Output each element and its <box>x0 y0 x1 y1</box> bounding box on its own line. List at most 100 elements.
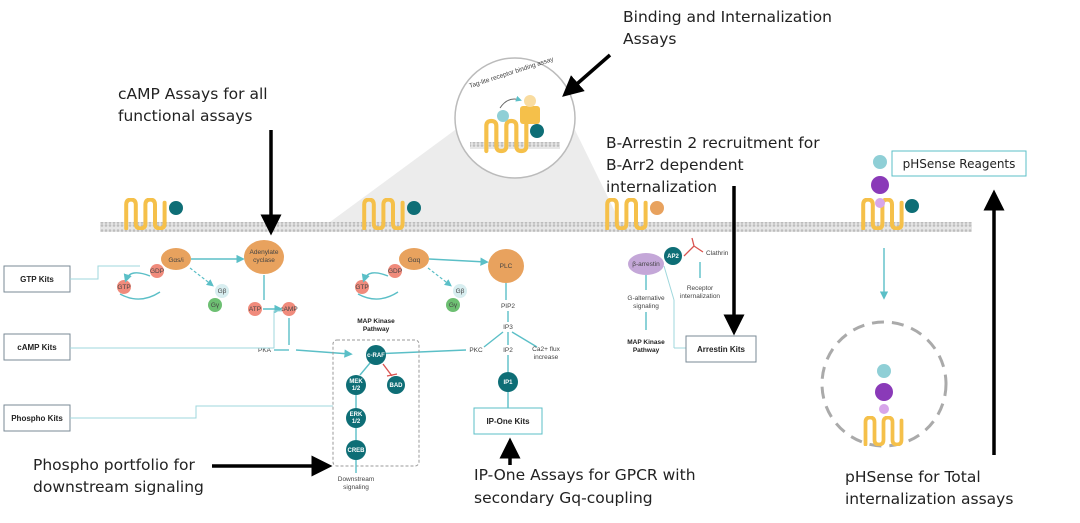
svg-text:MAP Kinase: MAP Kinase <box>627 339 665 346</box>
pkc-label: PKC <box>469 347 483 354</box>
svg-text:BAD: BAD <box>390 383 404 389</box>
gtp-icon <box>117 280 131 294</box>
fluorophore-icon <box>530 124 544 138</box>
pip2-label: PIP2 <box>501 303 515 310</box>
svg-text:Phospho portfolio for: Phospho portfolio for <box>33 456 195 474</box>
svg-text:IP-One Kits: IP-One Kits <box>486 417 530 426</box>
svg-text:IP1: IP1 <box>503 380 513 386</box>
gq-pathway: Gαq PLC GDP GTP Gβ Gγ PIP2 IP3 PKC IP2 C… <box>355 200 561 408</box>
svg-text:ATP: ATP <box>249 306 261 313</box>
svg-text:cAMP: cAMP <box>280 306 297 313</box>
svg-text:Ca2+ flux: Ca2+ flux <box>532 346 560 353</box>
gtp-kits-box[interactable]: GTP Kits <box>3 265 71 293</box>
binding-callout: Binding and Internalization Assays <box>623 8 832 48</box>
svg-text:Gβ: Gβ <box>456 288 465 295</box>
ip3-label: IP3 <box>503 324 513 331</box>
phsense-reagents-box[interactable]: pHSense Reagents <box>891 150 1027 177</box>
ap2-icon <box>664 247 682 265</box>
svg-text:cAMP Assays for all: cAMP Assays for all <box>118 85 268 103</box>
svg-text:secondary Gq-coupling: secondary Gq-coupling <box>474 489 653 507</box>
cell-membrane <box>100 222 972 232</box>
svg-text:increase: increase <box>534 354 559 361</box>
svg-text:signaling: signaling <box>343 484 369 491</box>
svg-text:IP-One Assays for GPCR with: IP-One Assays for GPCR with <box>474 466 696 484</box>
svg-text:Clathrin: Clathrin <box>706 250 729 257</box>
svg-text:Phospho Kits: Phospho Kits <box>11 414 63 423</box>
svg-text:Gαq: Gαq <box>408 257 421 264</box>
binding-arrow <box>562 53 612 97</box>
svg-text:downstream signaling: downstream signaling <box>33 478 204 496</box>
ligand-icon <box>407 201 421 215</box>
svg-text:GDP: GDP <box>388 268 402 275</box>
binding-assay-zoom: Tag-lite receptor binding assay <box>454 56 576 179</box>
svg-text:GDP: GDP <box>150 268 164 275</box>
svg-text:Gβ: Gβ <box>218 288 227 295</box>
phsense-pathway <box>820 155 948 448</box>
svg-text:Downstream: Downstream <box>338 476 374 483</box>
svg-text:B-Arrestin 2 recruitment for: B-Arrestin 2 recruitment for <box>606 134 820 152</box>
svg-text:internalization: internalization <box>606 178 717 196</box>
barrestin-icon <box>628 253 664 275</box>
gs-pathway: Gαs/i Adenylate cyclase GDP GTP Gβ Gγ AT… <box>117 200 353 358</box>
g-beta-icon <box>453 284 467 298</box>
svg-text:AP2: AP2 <box>667 254 679 260</box>
svg-text:Receptor: Receptor <box>687 285 714 292</box>
svg-text:Assays: Assays <box>623 30 677 48</box>
svg-text:Gγ: Gγ <box>211 302 220 309</box>
svg-text:Binding and Internalization: Binding and Internalization <box>623 8 832 26</box>
bad-node <box>387 376 405 394</box>
svg-text:GTP: GTP <box>355 284 368 291</box>
endosome-icon <box>820 320 948 448</box>
svg-text:GTP: GTP <box>117 284 130 291</box>
tag-icon <box>873 155 887 169</box>
svg-text:internalization assays: internalization assays <box>845 490 1013 508</box>
svg-text:β-arrestin: β-arrestin <box>632 261 660 268</box>
ligand-icon <box>650 201 664 215</box>
svg-text:pHSense Reagents: pHSense Reagents <box>903 157 1016 171</box>
adenylate-cyclase-icon <box>244 240 284 274</box>
g-gamma-icon <box>208 298 222 312</box>
svg-text:PLC: PLC <box>500 263 513 270</box>
creb-node <box>346 440 366 460</box>
svg-text:c-RAF: c-RAF <box>367 353 385 359</box>
atp-icon <box>248 302 262 316</box>
camp-kits-box[interactable]: cAMP Kits <box>3 333 71 361</box>
mek-node <box>346 375 366 395</box>
svg-text:MAP Kinase: MAP Kinase <box>357 318 395 325</box>
svg-text:cyclase: cyclase <box>253 257 275 264</box>
arrestin-callout: B-Arrestin 2 recruitment for B-Arr2 depe… <box>606 134 820 196</box>
svg-text:CREB: CREB <box>347 448 365 454</box>
camp-icon <box>282 302 296 316</box>
gtp-icon <box>355 280 369 294</box>
svg-text:B-Arr2 dependent: B-Arr2 dependent <box>606 156 744 174</box>
ip2-label: IP2 <box>503 347 513 354</box>
svg-text:G-alternative: G-alternative <box>627 295 665 302</box>
plc-icon <box>488 249 524 283</box>
ligand-icon <box>169 201 183 215</box>
svg-text:1/2: 1/2 <box>352 419 361 425</box>
ligand-icon <box>905 199 919 213</box>
arrestin-kits-box[interactable]: Arrestin Kits <box>685 335 757 363</box>
phospho-kits-box[interactable]: Phospho Kits <box>3 404 71 432</box>
svg-text:internalization: internalization <box>680 293 720 300</box>
gdp-icon <box>150 264 164 278</box>
erk-node <box>346 408 366 428</box>
ligand-box-icon <box>520 106 540 124</box>
g-gamma-icon <box>446 298 460 312</box>
svg-text:Arrestin Kits: Arrestin Kits <box>697 345 746 354</box>
g-alpha-q-icon <box>399 248 429 270</box>
gdp-icon <box>388 264 402 278</box>
ipone-kits-box[interactable]: IP-One Kits <box>473 407 543 435</box>
svg-text:Pathway: Pathway <box>363 326 390 333</box>
ip1-node <box>498 372 518 392</box>
g-beta-icon <box>215 284 229 298</box>
svg-text:Adenylate: Adenylate <box>250 249 279 256</box>
svg-text:Gγ: Gγ <box>449 302 458 309</box>
svg-text:Gαs/i: Gαs/i <box>168 257 183 264</box>
ipone-callout: IP-One Assays for GPCR with secondary Gq… <box>474 466 696 507</box>
pka-label: PKA <box>258 347 272 354</box>
svg-text:functional assays: functional assays <box>118 107 252 125</box>
svg-text:signaling: signaling <box>633 303 659 310</box>
clathrin-icon <box>683 237 704 257</box>
